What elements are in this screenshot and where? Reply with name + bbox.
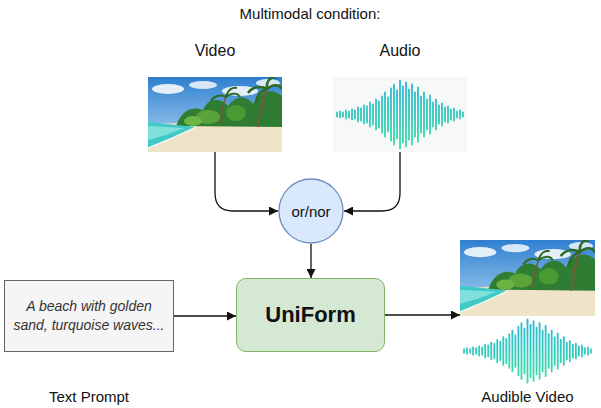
arrow-connector [310,244,311,278]
arrow-connector [215,152,278,211]
or-nor-circle: or/nor [278,178,344,244]
model-box: UniForm [236,278,385,352]
audible-video-output: Audible Video [460,240,595,386]
audio-input: Audio [333,77,467,152]
arrow-connector [174,315,236,316]
text-prompt-box: A beach with golden sand, turquoise wave… [4,280,174,352]
diagram-title: Multimodal condition: [160,5,460,22]
caption-label: Text Prompt [4,388,174,405]
arrow-connector [344,152,400,211]
model-name: UniForm [265,302,355,328]
waveform-picture [337,81,463,149]
arrow-connector [385,314,460,315]
waveform-picture [464,319,591,382]
node-heading: Video [118,42,312,60]
video-input: Video [148,77,282,152]
node-heading: Audible Video [430,389,601,405]
beach-picture [460,240,595,316]
prompt-text: A beach with golden sand, turquoise wave… [11,297,167,335]
beach-picture [148,77,282,152]
operator-label: or/nor [291,203,330,220]
audio-tile [333,77,467,152]
node-heading: Audio [303,42,497,60]
